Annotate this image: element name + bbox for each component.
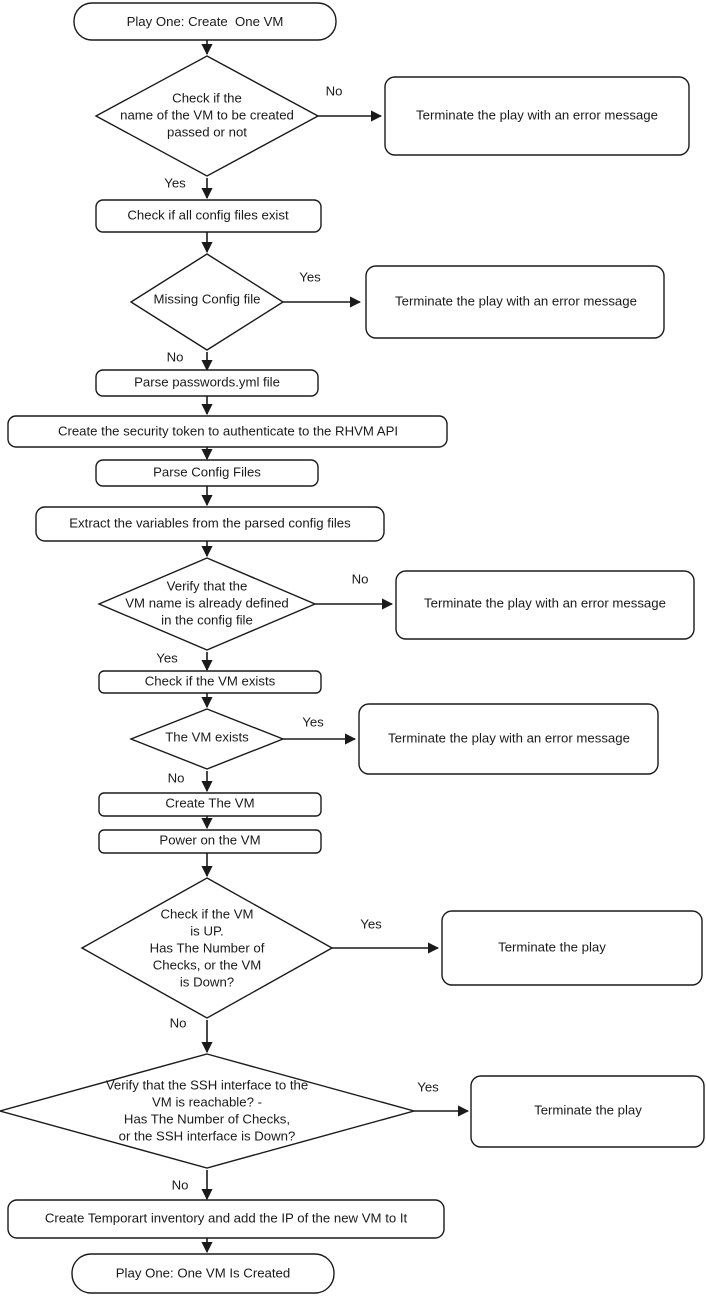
node-check-vm-up-decision[interactable]: Check if the VM is UP. Has The Number of…: [80, 877, 334, 1019]
parse-passwords-shape: [95, 369, 319, 397]
verify-name-line-2: VM name is already defined: [125, 595, 288, 610]
node-create-temp-inventory[interactable]: Create Temporart inventory and add the I…: [7, 1199, 445, 1239]
security-token-label: Create the security token to authenticat…: [58, 423, 398, 438]
node-parse-config-files[interactable]: Parse Config Files: [95, 459, 319, 487]
terminate-error-3-shape: [395, 570, 695, 640]
edge-label-yes-6: Yes: [417, 1079, 439, 1094]
vm-exists-label: The VM exists: [165, 729, 249, 744]
extract-vars-shape: [35, 506, 385, 542]
terminate-error-1-label: Terminate the play with an error message: [416, 107, 658, 122]
verify-name-diamond-shape: [97, 557, 317, 651]
node-check-config-files[interactable]: Check if all config files exist: [95, 199, 322, 233]
node-terminate-error-1[interactable]: Terminate the play with an error message: [384, 76, 690, 156]
terminate-play-1-label: Terminate the play: [498, 939, 606, 954]
ssh-line-4: or the SSH interface is Down?: [119, 1128, 296, 1143]
extract-vars-label: Extract the variables from the parsed co…: [69, 515, 351, 530]
terminate-play-2-shape: [470, 1075, 705, 1148]
edge-label-no-3: No: [352, 571, 369, 586]
missing-config-label: Missing Config file: [153, 291, 260, 306]
edge-label-yes-4: Yes: [302, 714, 324, 729]
node-terminate-play-2[interactable]: Terminate the play: [470, 1075, 705, 1148]
temp-inventory-label: Create Temporart inventory and add the I…: [45, 1210, 408, 1225]
node-check-if-vm-exists[interactable]: Check if the VM exists: [98, 670, 322, 694]
end-label: Play One: One VM Is Created: [116, 1265, 290, 1280]
temp-inventory-shape: [7, 1199, 445, 1239]
vm-up-line-3: Has The Number of: [150, 940, 265, 955]
terminate-error-4-label: Terminate the play with an error message: [388, 730, 630, 745]
end-terminator-shape: [71, 1253, 335, 1294]
parse-config-shape: [95, 459, 319, 487]
terminate-play-1-shape: [441, 910, 703, 986]
node-vm-exists-decision[interactable]: The VM exists: [129, 708, 285, 770]
vm-up-line-5: is Down?: [180, 974, 234, 989]
node-start[interactable]: Play One: Create One VM: [73, 2, 337, 41]
node-verify-vm-name-defined[interactable]: Verify that the VM name is already defin…: [97, 557, 317, 651]
vm-up-diamond-shape: [80, 877, 334, 1019]
create-vm-label: Create The VM: [165, 795, 254, 810]
vm-exists-diamond-shape: [129, 708, 285, 770]
terminate-error-2-shape: [365, 265, 665, 339]
terminate-error-1-shape: [384, 76, 690, 156]
vm-up-line-4: Checks, or the VM: [153, 957, 261, 972]
ssh-line-1: Verify that the SSH interface to the: [106, 1077, 308, 1092]
terminate-play-2-label: Terminate the play: [534, 1102, 642, 1117]
terminate-error-3-label: Terminate the play with an error message: [424, 595, 666, 610]
verify-name-line-3: in the config file: [161, 612, 253, 627]
edge-label-no-1: No: [326, 83, 343, 98]
name-passed-diamond-shape: [94, 55, 320, 177]
node-check-vm-name-passed[interactable]: Check if the name of the VM to be create…: [94, 55, 320, 177]
node-power-on-the-vm[interactable]: Power on the VM: [98, 829, 322, 854]
terminate-error-2-label: Terminate the play with an error message: [395, 293, 637, 308]
connectors: [201, 40, 470, 1254]
ssh-diamond-shape: [0, 1053, 417, 1169]
power-on-label: Power on the VM: [159, 832, 260, 847]
node-terminate-error-3[interactable]: Terminate the play with an error message: [395, 570, 695, 640]
edge-label-yes-1: Yes: [164, 175, 186, 190]
start-terminator-shape: [73, 2, 337, 41]
edge-label-no-4: No: [168, 770, 185, 785]
edge-label-yes-3: Yes: [156, 650, 178, 665]
node-create-security-token[interactable]: Create the security token to authenticat…: [7, 415, 448, 448]
ssh-line-3: Has The Number of Checks,: [124, 1111, 290, 1126]
node-terminate-error-4[interactable]: Terminate the play with an error message: [358, 703, 659, 775]
edge-label-no-5: No: [170, 1015, 187, 1030]
node-extract-variables[interactable]: Extract the variables from the parsed co…: [35, 506, 385, 542]
node-missing-config-file[interactable]: Missing Config file: [129, 253, 285, 351]
start-label: Play One: Create One VM: [127, 14, 284, 29]
node-end[interactable]: Play One: One VM Is Created: [71, 1253, 335, 1294]
check-vm-exists-shape: [98, 670, 322, 694]
missing-config-diamond-shape: [129, 253, 285, 351]
node-terminate-error-2[interactable]: Terminate the play with an error message: [365, 265, 665, 339]
name-passed-line-1: Check if the: [172, 90, 242, 105]
edge-label-no-6: No: [172, 1177, 189, 1192]
check-config-shape: [95, 199, 322, 233]
vm-up-line-1: Check if the VM: [160, 906, 253, 921]
create-vm-shape: [98, 792, 322, 817]
name-passed-line-2: name of the VM to be created: [120, 107, 294, 122]
node-verify-ssh-decision[interactable]: Verify that the SSH interface to the VM …: [0, 1053, 417, 1169]
vm-up-line-2: is UP.: [190, 923, 223, 938]
security-token-shape: [7, 415, 448, 448]
check-vm-exists-label: Check if the VM exists: [145, 673, 276, 688]
edge-label-yes-2: Yes: [299, 269, 321, 284]
parse-config-label: Parse Config Files: [153, 464, 261, 479]
node-create-the-vm[interactable]: Create The VM: [98, 792, 322, 817]
verify-name-line-1: Verify that the: [167, 578, 248, 593]
terminate-error-4-shape: [358, 703, 659, 775]
edge-label-yes-5: Yes: [360, 916, 382, 931]
node-parse-passwords[interactable]: Parse passwords.yml file: [95, 369, 319, 397]
parse-passwords-label: Parse passwords.yml file: [134, 374, 280, 389]
edge-label-no-2: No: [167, 349, 184, 364]
ssh-line-2: VM is reachable? -: [152, 1094, 262, 1109]
node-terminate-play-1[interactable]: Terminate the play: [441, 910, 703, 986]
check-config-label: Check if all config files exist: [127, 207, 289, 222]
power-on-shape: [98, 829, 322, 854]
name-passed-line-3: passed or not: [167, 124, 247, 139]
